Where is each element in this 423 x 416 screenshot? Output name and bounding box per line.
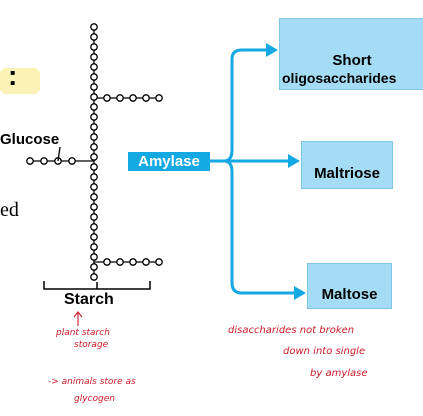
oligosaccharides-label: oligosaccharides bbox=[282, 70, 397, 86]
handwritten-plant-starch: plant starch bbox=[56, 328, 110, 338]
glucose-unit bbox=[90, 123, 98, 131]
glucose-unit bbox=[90, 23, 98, 31]
glucose-unit bbox=[90, 273, 98, 281]
starch-label: Starch bbox=[64, 291, 114, 308]
glucose-unit bbox=[142, 94, 150, 102]
glucose-unit bbox=[90, 113, 98, 121]
glucose-unit bbox=[26, 157, 34, 165]
glucose-unit bbox=[142, 258, 150, 266]
glucose-unit bbox=[155, 94, 163, 102]
handwritten-note-line1: disaccharides not broken bbox=[228, 325, 355, 336]
amylase-arrows bbox=[210, 48, 296, 295]
glucose-unit bbox=[116, 258, 124, 266]
glucose-unit bbox=[90, 73, 98, 81]
handwritten-glycogen: glycogen bbox=[74, 394, 115, 404]
glucose-unit bbox=[90, 133, 98, 141]
arrowhead-maltose bbox=[294, 286, 306, 300]
handwritten-annotations bbox=[73, 311, 83, 326]
handwritten-animals-store: -> animals store as bbox=[48, 377, 136, 387]
glucose-unit bbox=[90, 243, 98, 251]
amylase-label: Amylase bbox=[128, 152, 210, 171]
glucose-unit bbox=[90, 143, 98, 151]
glucose-unit bbox=[155, 258, 163, 266]
handwritten-note-line3: by amylase bbox=[310, 368, 368, 379]
glucose-label: Glucose bbox=[0, 131, 60, 148]
glucose-unit bbox=[90, 223, 98, 231]
glucose-unit bbox=[90, 263, 98, 271]
glucose-unit bbox=[103, 94, 111, 102]
arrowhead-maltriose bbox=[288, 154, 300, 168]
glucose-unit bbox=[90, 93, 98, 101]
arrow-shaft-short-oligosaccharides bbox=[210, 48, 268, 163]
highlight-patch bbox=[0, 68, 40, 94]
glucose-unit bbox=[90, 103, 98, 111]
glycosidic-bond bbox=[57, 146, 61, 162]
cropped-colon: : bbox=[8, 60, 18, 91]
arrowhead-short-oligosaccharides bbox=[266, 43, 278, 57]
glucose-unit bbox=[90, 203, 98, 211]
maltose-label: Maltose bbox=[321, 286, 378, 303]
starch-molecule bbox=[26, 23, 163, 281]
glucose-unit bbox=[90, 213, 98, 221]
glucose-unit bbox=[90, 43, 98, 51]
maltose-box: Maltose bbox=[307, 263, 392, 309]
handwritten-storage: storage bbox=[74, 340, 109, 350]
glucose-unit bbox=[116, 94, 124, 102]
maltriose-label: Maltriose bbox=[314, 165, 380, 182]
glucose-unit bbox=[90, 53, 98, 61]
glucose-unit bbox=[90, 233, 98, 241]
handwritten-arrow-up bbox=[73, 311, 83, 326]
glucose-unit bbox=[103, 258, 111, 266]
maltriose-box: Maltriose bbox=[301, 141, 393, 189]
glucose-unit bbox=[90, 63, 98, 71]
glucose-unit bbox=[68, 157, 76, 165]
glucose-unit bbox=[90, 83, 98, 91]
glucose-unit bbox=[90, 173, 98, 181]
cropped-text-fragment: ed bbox=[0, 199, 19, 221]
glucose-unit bbox=[129, 94, 137, 102]
handwritten-note-line2: down into single bbox=[283, 346, 366, 357]
short-label: Short bbox=[332, 52, 372, 69]
glucose-unit bbox=[129, 258, 137, 266]
glucose-unit bbox=[40, 157, 48, 165]
glucose-unit bbox=[90, 163, 98, 171]
glucose-unit bbox=[90, 33, 98, 41]
short-oligosaccharides-box: Short oligosaccharides bbox=[279, 18, 423, 90]
glucose-unit bbox=[90, 253, 98, 261]
arrow-shaft-maltose bbox=[210, 159, 296, 295]
glucose-unit bbox=[90, 183, 98, 191]
glucose-unit bbox=[90, 193, 98, 201]
starch-brace bbox=[43, 281, 151, 290]
glucose-unit bbox=[90, 153, 98, 161]
